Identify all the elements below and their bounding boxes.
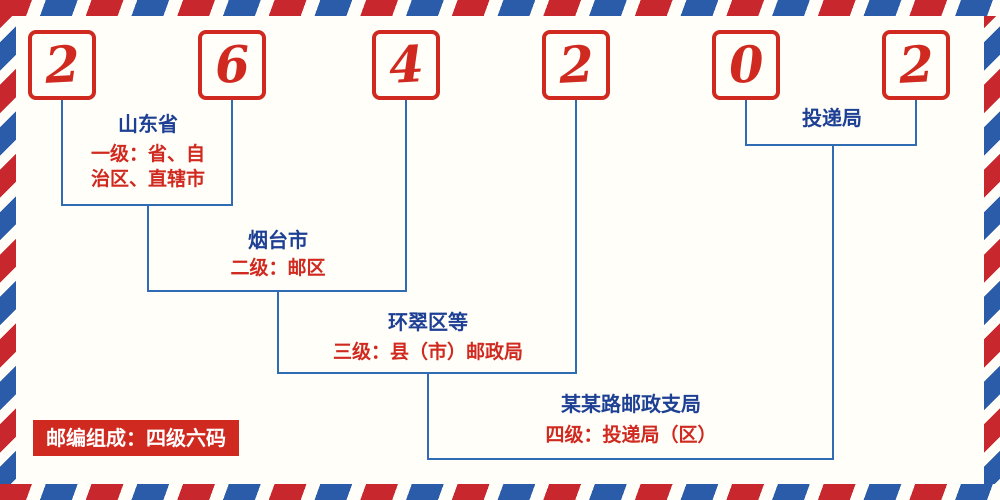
bracket1-right-line [231,100,233,206]
digit-5: 0 [727,34,765,95]
level1-desc-line1: 一级：省、自 [90,143,205,165]
airmail-border-right [984,0,1000,500]
level2-desc: 二级：邮区 [230,257,326,279]
level1-name: 山东省 [118,112,178,136]
bracket2-left-line [147,204,149,292]
digit-4: 2 [557,34,595,95]
bracket4-right-line [915,100,917,146]
bracket2-right-line [405,100,407,292]
digit-box-6: 2 [882,30,950,100]
bracket4-left-line [745,100,747,146]
level4-name: 某某路邮政支局 [561,392,701,416]
digit-box-2: 6 [198,30,266,100]
bracket3-right-line [575,100,577,374]
level3-desc: 三级：县（市）邮政局 [332,341,523,363]
bracket3-left-line [277,290,279,374]
digit-box-3: 4 [372,30,440,100]
level3-name: 环翠区等 [388,310,468,334]
digit-6: 2 [897,34,935,95]
level1-desc-line2: 治区、直辖市 [90,168,205,190]
digit-2: 6 [213,34,251,95]
bracket5-bottom-line [427,458,834,460]
delivery-office-label: 投递局 [802,106,862,130]
digit-box-5: 0 [712,30,780,100]
bracket1-left-line [61,100,63,206]
bracket5-left-line [427,372,429,460]
level2-name: 烟台市 [248,228,308,252]
airmail-border-left [0,0,16,500]
composition-badge: 邮编组成：四级六码 [33,420,239,456]
airmail-border-top [0,0,1000,16]
digit-3: 4 [387,34,425,95]
airmail-border-bottom [0,484,1000,500]
level4-desc: 四级：投递局（区） [545,424,717,446]
digit-box-1: 2 [28,30,96,100]
digit-1: 2 [43,34,81,95]
bracket4-bottom-line [745,144,917,146]
bracket5-right-line [832,144,834,460]
digit-box-4: 2 [542,30,610,100]
